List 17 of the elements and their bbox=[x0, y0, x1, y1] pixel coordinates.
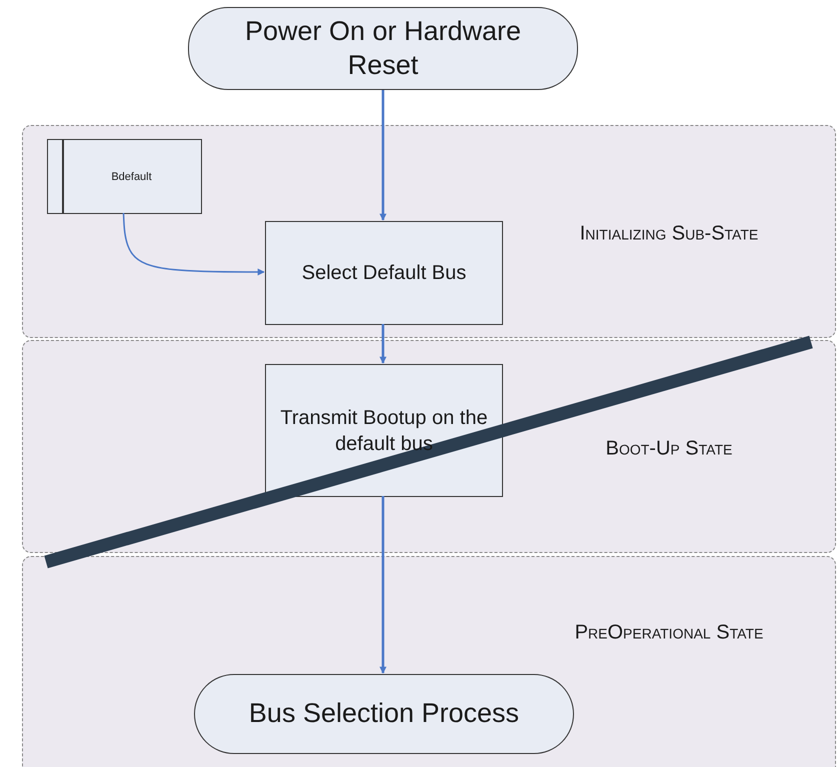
arrow bbox=[122, 212, 265, 276]
arrow bbox=[380, 496, 386, 674]
arrow bbox=[380, 324, 386, 364]
state-label: Initializing Sub-State bbox=[580, 222, 758, 246]
process-box bbox=[265, 221, 503, 325]
state-band bbox=[22, 556, 836, 767]
state-label: Boot-Up State bbox=[606, 438, 732, 460]
state-label: PreOperational State bbox=[574, 622, 764, 644]
node-label: Power On or Hardware Reset bbox=[244, 14, 522, 82]
arrow bbox=[380, 90, 386, 221]
node-label: Transmit Bootup on the default bus bbox=[279, 406, 489, 456]
node-label: Bdefault bbox=[111, 170, 152, 182]
state-band bbox=[22, 125, 836, 338]
node-label: Select Default Bus bbox=[302, 261, 466, 286]
node-label: Bus Selection Process bbox=[248, 697, 520, 730]
process-box bbox=[265, 364, 503, 497]
data-store-box bbox=[47, 139, 202, 214]
